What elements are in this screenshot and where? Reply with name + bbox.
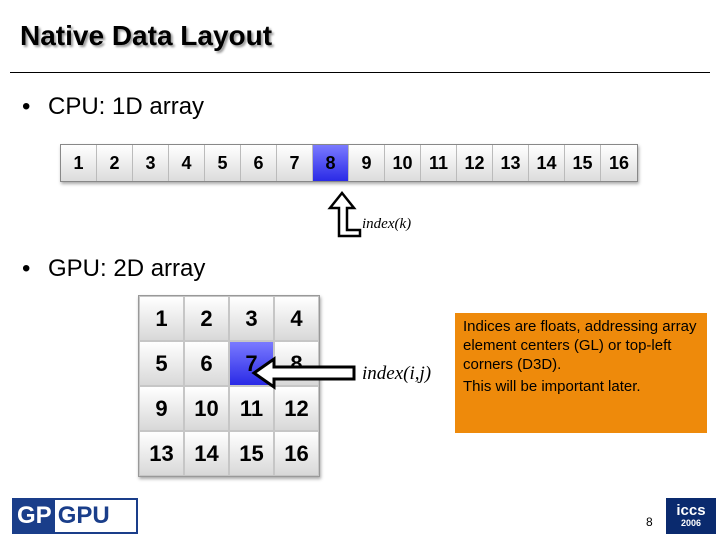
array-2d-cell: 14 xyxy=(184,431,229,476)
bullet-symbol: • xyxy=(22,93,31,120)
bullet-gpu-text: GPU: 2D array xyxy=(48,255,206,282)
array-2d-cell: 13 xyxy=(139,431,184,476)
note-line-1: Indices are floats, addressing array ele… xyxy=(463,318,697,373)
array-2d-cell: 10 xyxy=(184,386,229,431)
iccs-logo: iccs 2006 xyxy=(666,498,716,534)
array-1d-cell: 3 xyxy=(133,145,169,181)
array-1d-cell: 15 xyxy=(565,145,601,181)
array-1d-cell: 7 xyxy=(277,145,313,181)
array-1d-cell: 1 xyxy=(61,145,97,181)
array-1d-cell: 14 xyxy=(529,145,565,181)
title-divider xyxy=(10,72,710,73)
gpgpu-logo-part2: GPU xyxy=(54,500,113,532)
left-arrow-icon xyxy=(251,356,356,390)
array-2d-cell: 16 xyxy=(274,431,319,476)
page-number: 8 xyxy=(646,515,653,529)
array-2d-cell: 12 xyxy=(274,386,319,431)
bullet-gpu: • GPU: 2D array xyxy=(22,255,205,283)
iccs-logo-name: iccs xyxy=(676,502,706,519)
slide-title: Native Data Layout xyxy=(20,20,273,51)
array-1d-cell: 2 xyxy=(97,145,133,181)
array-2d-cell: 6 xyxy=(184,341,229,386)
array-1d-cell: 5 xyxy=(205,145,241,181)
bullet-symbol: • xyxy=(22,255,31,282)
up-arrow-icon xyxy=(327,190,362,238)
index-ij-label: index(i,j) xyxy=(362,363,432,384)
array-1d-cell: 9 xyxy=(349,145,385,181)
iccs-logo-year: 2006 xyxy=(680,518,702,528)
array-1d-cell: 12 xyxy=(457,145,493,181)
bullet-cpu: • CPU: 1D array xyxy=(22,93,204,121)
array-2d-cell: 11 xyxy=(229,386,274,431)
array-2d-cell: 15 xyxy=(229,431,274,476)
array-2d-cell: 5 xyxy=(139,341,184,386)
bullet-cpu-text: CPU: 1D array xyxy=(48,93,205,120)
array-1d-cell: 11 xyxy=(421,145,457,181)
array-1d-cell: 6 xyxy=(241,145,277,181)
array-2d-cell: 4 xyxy=(274,296,319,341)
note-line-2: This will be important later. xyxy=(463,378,641,395)
array-1d-cell: 10 xyxy=(385,145,421,181)
gpgpu-logo-part1: GP xyxy=(14,500,55,532)
array-1d-cell: 13 xyxy=(493,145,529,181)
array-2d-cell: 9 xyxy=(139,386,184,431)
array-1d-cell: 4 xyxy=(169,145,205,181)
note-box: Indices are floats, addressing array ele… xyxy=(455,313,707,433)
index-k-label: index(k) xyxy=(362,216,412,232)
array-2d-cell: 2 xyxy=(184,296,229,341)
array-1d-cell: 16 xyxy=(601,145,637,181)
array-2d-cell: 1 xyxy=(139,296,184,341)
array-1d-cell: 8 xyxy=(313,145,349,181)
array-2d-cell: 3 xyxy=(229,296,274,341)
